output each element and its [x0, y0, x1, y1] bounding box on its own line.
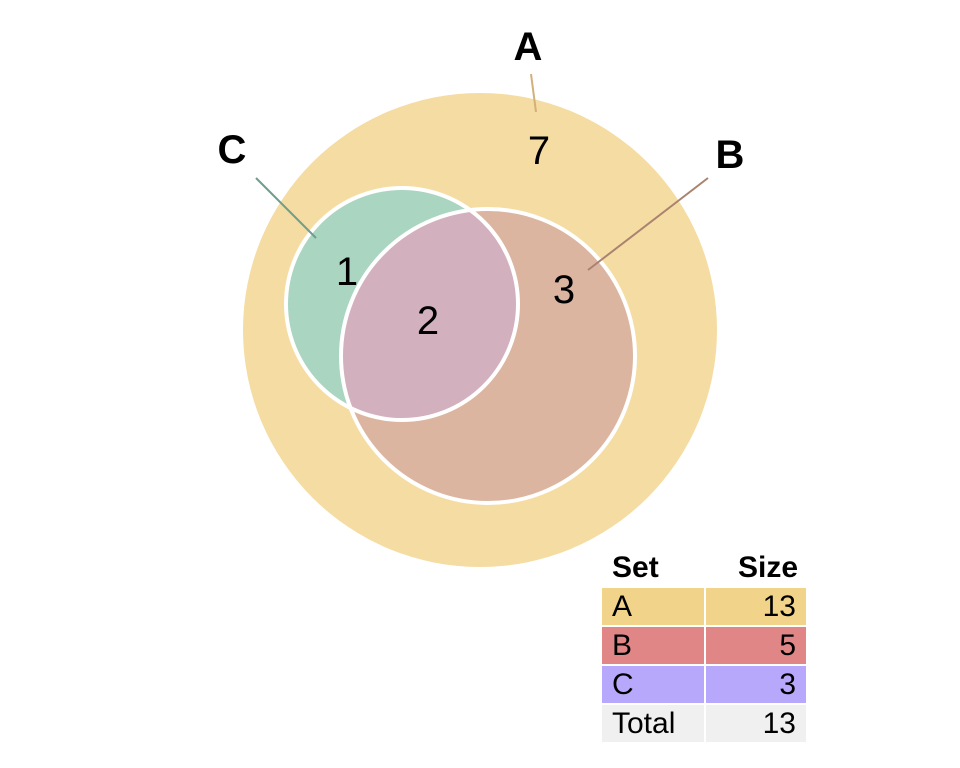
region-count-c-only: 1	[336, 250, 358, 294]
cell-total-label: Total	[602, 705, 704, 742]
set-c-outline	[284, 186, 520, 422]
leader-line-a	[530, 73, 537, 113]
cell-set-size: 3	[706, 666, 806, 703]
leader-line-c	[255, 177, 317, 239]
header-size: Size	[737, 551, 798, 584]
cell-set-size: 5	[706, 627, 806, 664]
cell-set-name: B	[602, 627, 704, 664]
set-label-b: B	[716, 133, 745, 177]
region-count-b-c: 2	[417, 299, 439, 343]
set-size-table: Set Size A 13 B 5 C 3 Total 13	[600, 548, 808, 744]
table-row: B 5	[602, 627, 806, 664]
intersection-b-c-region	[341, 209, 518, 420]
leader-line-b	[587, 177, 709, 271]
table-header-row: Set Size	[602, 550, 806, 586]
header-set: Set	[612, 551, 659, 584]
set-b-outline	[339, 207, 637, 505]
cell-set-size: 13	[706, 588, 806, 625]
cell-total-size: 13	[706, 705, 806, 742]
region-count-b-only: 3	[553, 268, 575, 312]
table-row-total: Total 13	[602, 705, 806, 742]
table-row: A 13	[602, 588, 806, 625]
set-label-c: C	[218, 128, 247, 172]
cell-set-name: C	[602, 666, 704, 703]
table-row: C 3	[602, 666, 806, 703]
set-label-a: A	[514, 25, 543, 69]
region-count-a-only: 7	[528, 129, 550, 173]
cell-set-name: A	[602, 588, 704, 625]
